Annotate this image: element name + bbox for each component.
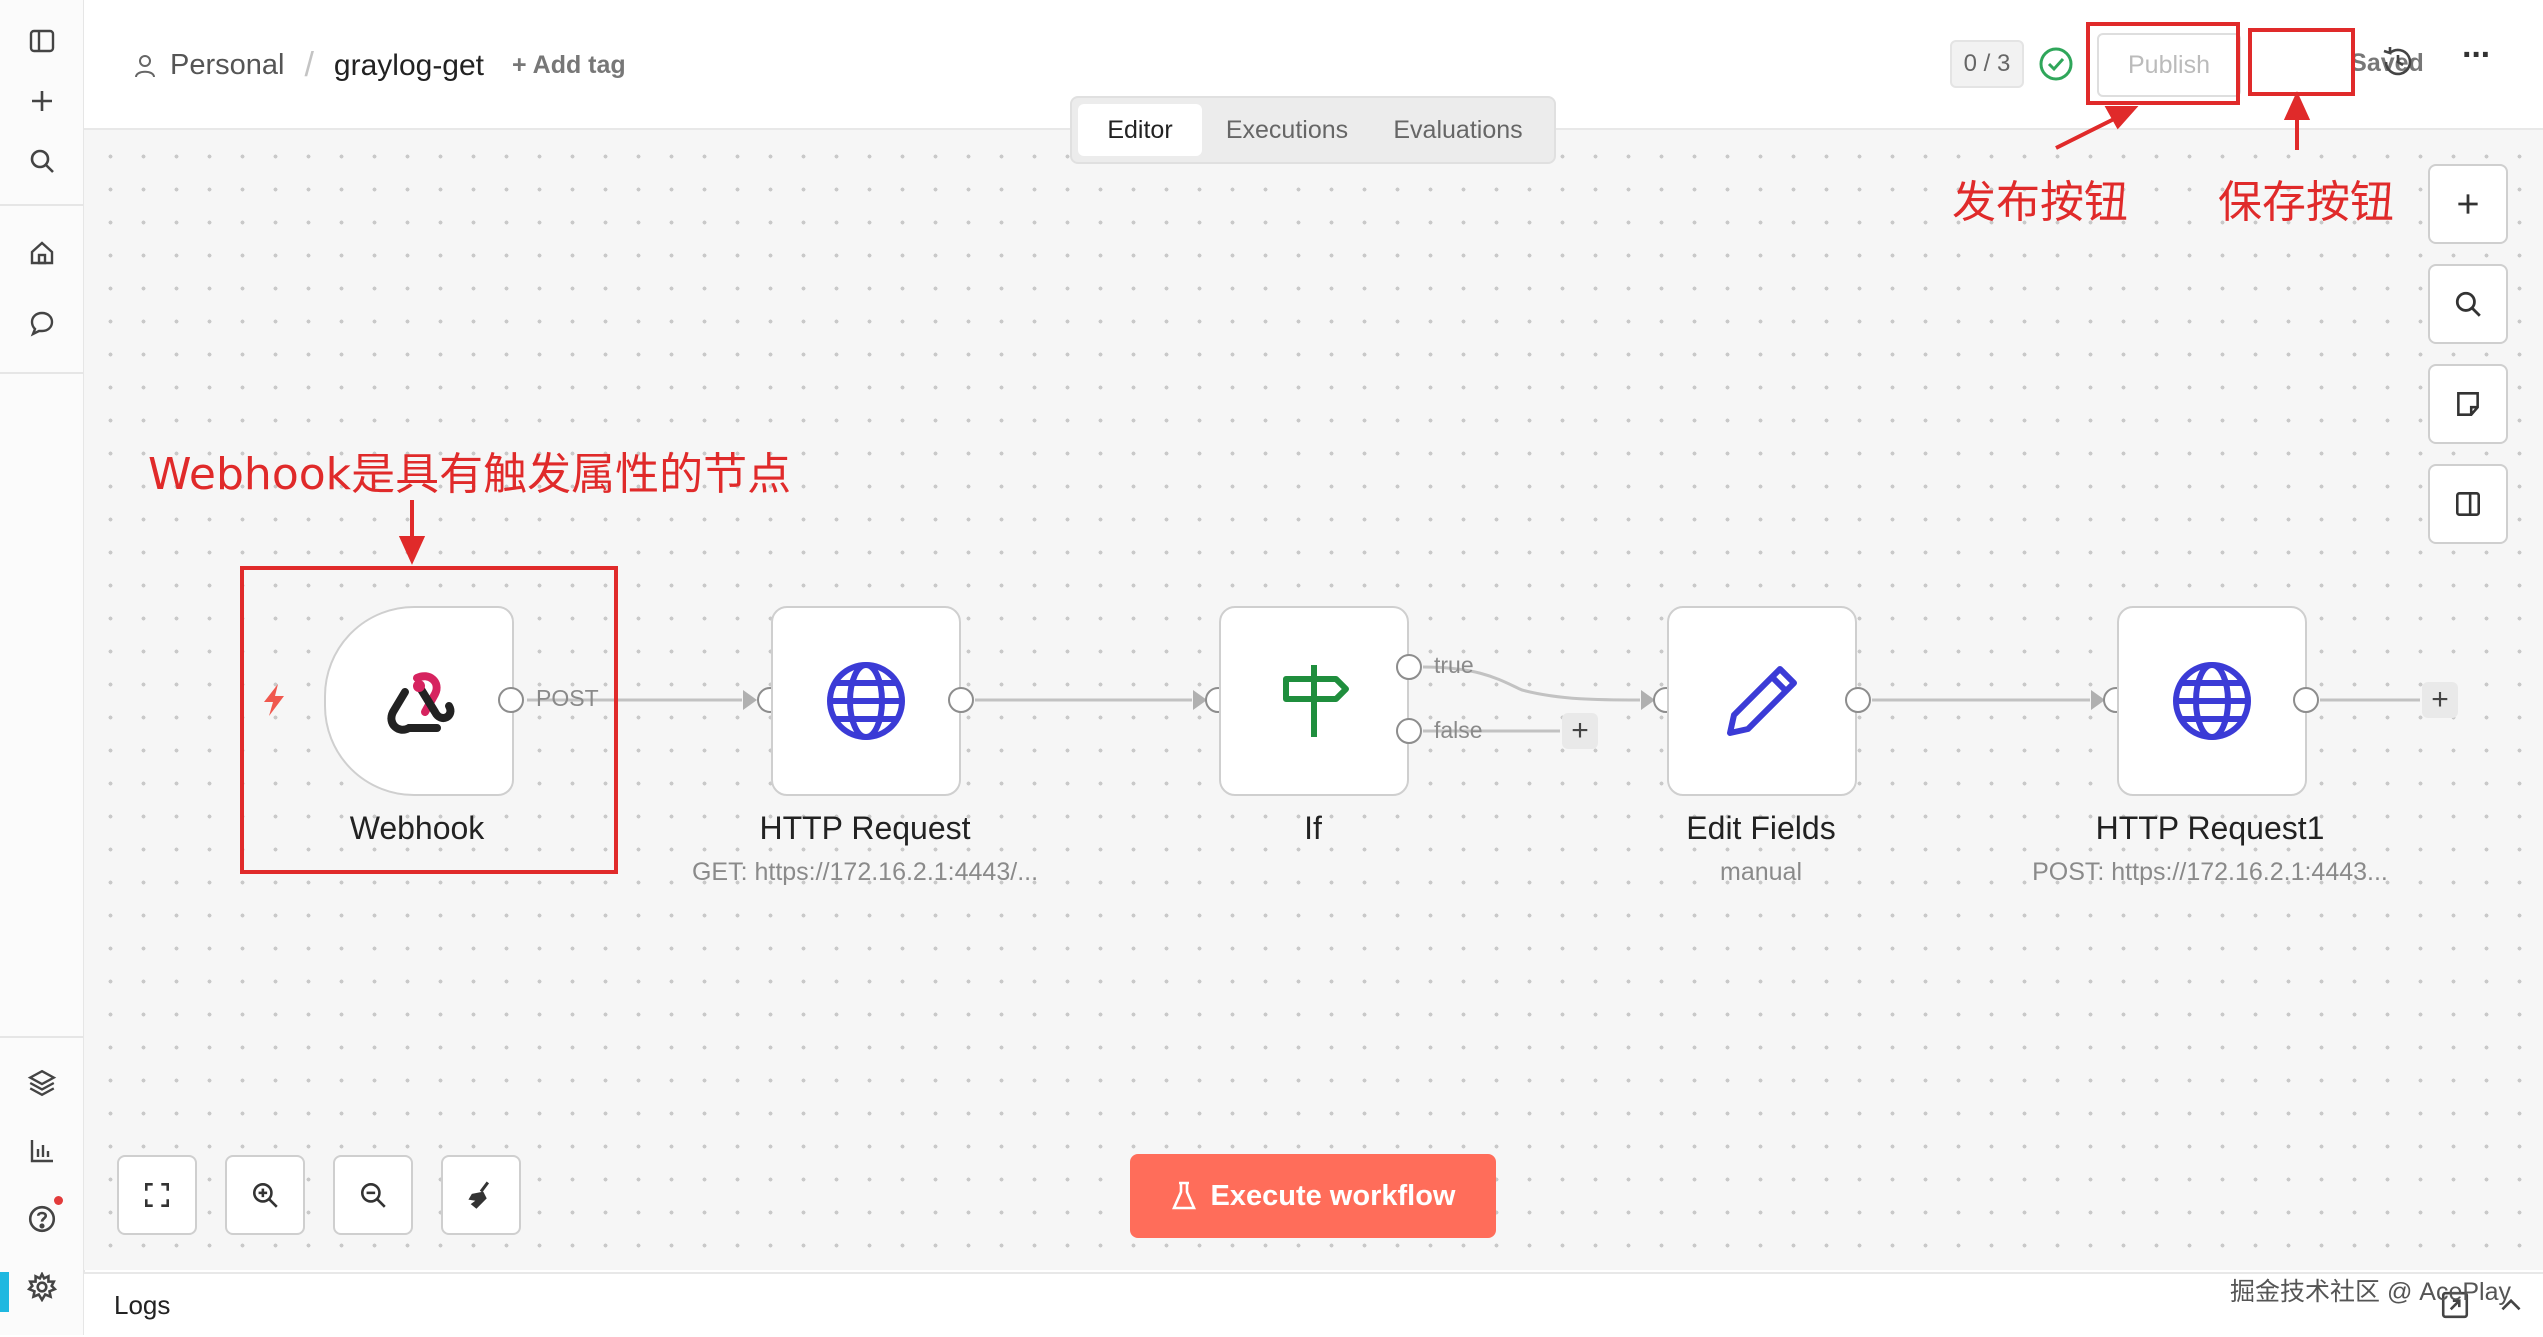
globe-icon	[2173, 662, 2251, 740]
view-tabs: Editor Executions Evaluations	[1070, 96, 1556, 164]
trigger-bolt-icon	[258, 682, 290, 723]
cube-icon[interactable]	[21, 1062, 63, 1104]
node-if[interactable]	[1219, 606, 1409, 796]
save-annotation: 保存按钮	[2218, 177, 2394, 228]
zoom-out-icon	[361, 1183, 386, 1208]
node-label: HTTP Request	[759, 810, 971, 846]
tidy-up-button[interactable]	[441, 1155, 521, 1235]
execute-workflow-button[interactable]: Execute workflow	[1130, 1154, 1496, 1238]
webhook-highlight-box	[240, 566, 618, 874]
output-port[interactable]	[498, 687, 524, 713]
more-options-icon[interactable]: ···	[2462, 36, 2492, 74]
node-webhook[interactable]	[324, 606, 514, 796]
webhook-annotation: Webhook是具有触发属性的节点	[148, 449, 792, 500]
settings-icon[interactable]	[21, 1266, 63, 1308]
publish-button[interactable]: Publish	[2097, 33, 2241, 97]
globe-icon	[827, 662, 905, 740]
chevron-up-icon[interactable]	[2496, 1290, 2526, 1325]
home-icon[interactable]	[21, 232, 63, 274]
add-node-button[interactable]	[2428, 164, 2508, 244]
output-port[interactable]	[948, 687, 974, 713]
saved-highlight-box	[2248, 28, 2355, 96]
tab-evaluations[interactable]: Evaluations	[1393, 115, 1523, 144]
output-port[interactable]	[1845, 687, 1871, 713]
flask-icon	[1171, 1181, 1196, 1210]
publish-highlight-box	[2086, 22, 2240, 105]
pencil-icon	[1727, 666, 1797, 736]
node-label: Webhook	[349, 810, 485, 846]
node-label: Edit Fields	[1686, 810, 1836, 846]
output-port-false[interactable]	[1396, 718, 1422, 744]
zoom-out-button[interactable]	[333, 1155, 413, 1235]
panel-icon	[2456, 492, 2480, 516]
tab-editor[interactable]: Editor	[1078, 104, 1202, 156]
workflow-name[interactable]: graylog-get	[333, 48, 485, 82]
watermark: 掘金技术社区 @ AcePlay	[2230, 1278, 2511, 1306]
node-label: If	[1304, 810, 1322, 846]
node-edit-fields[interactable]	[1667, 606, 1857, 796]
node-label: HTTP Request1	[2095, 810, 2325, 846]
history-icon[interactable]	[2380, 44, 2416, 85]
output-port-true[interactable]	[1396, 654, 1422, 680]
false-branch-label: false	[1434, 717, 1483, 743]
logs-bar[interactable]: Logs	[84, 1272, 2543, 1337]
active-counter: 0 / 3	[1950, 40, 2024, 88]
logs-label: Logs	[114, 1290, 171, 1320]
search-nodes-button[interactable]	[2428, 264, 2508, 344]
add-tag-link[interactable]: + Add tag	[512, 51, 626, 79]
search-icon	[2455, 291, 2481, 317]
side-panel-button[interactable]	[2428, 464, 2508, 544]
tab-executions[interactable]: Executions	[1225, 115, 1349, 144]
note-icon	[2457, 392, 2479, 416]
help-icon[interactable]	[21, 1196, 63, 1240]
webhook-icon	[387, 672, 455, 734]
node-subtitle: POST: https://172.16.2.1:4443...	[2032, 858, 2388, 886]
breadcrumb-owner[interactable]: Personal	[170, 49, 285, 81]
signpost-icon	[1283, 665, 1349, 737]
webhook-method-label: POST	[536, 685, 599, 711]
expand-logs-icon[interactable]	[2440, 1290, 2470, 1325]
fullscreen-icon	[145, 1183, 169, 1207]
sticky-note-button[interactable]	[2428, 364, 2508, 444]
node-subtitle: manual	[1720, 858, 1802, 886]
chat-icon[interactable]	[21, 302, 63, 344]
add-next-node-button[interactable]: +	[2422, 682, 2458, 718]
user-icon	[135, 54, 155, 77]
zoom-in-icon	[252, 1183, 278, 1208]
plus-icon	[2458, 194, 2478, 214]
output-port[interactable]	[2293, 687, 2319, 713]
chart-icon[interactable]	[21, 1130, 63, 1172]
node-http-request1[interactable]	[2117, 606, 2307, 796]
node-subtitle: GET: https://172.16.2.1:4443/...	[691, 858, 1039, 886]
breadcrumb-separator: /	[304, 46, 314, 84]
execute-workflow-label: Execute workflow	[1210, 1179, 1456, 1212]
plus-icon[interactable]	[21, 80, 63, 122]
zoom-in-button[interactable]	[225, 1155, 305, 1235]
add-node-false-button[interactable]: +	[1562, 713, 1598, 749]
broom-icon	[468, 1181, 490, 1209]
sidebar-toggle-icon[interactable]	[21, 20, 63, 62]
check-circle-icon	[2038, 46, 2074, 87]
fit-view-button[interactable]	[117, 1155, 197, 1235]
node-http-request[interactable]	[771, 606, 961, 796]
left-sidebar	[0, 0, 85, 1335]
search-icon[interactable]	[21, 140, 63, 182]
true-branch-label: true	[1434, 652, 1474, 678]
publish-annotation: 发布按钮	[1952, 177, 2128, 228]
